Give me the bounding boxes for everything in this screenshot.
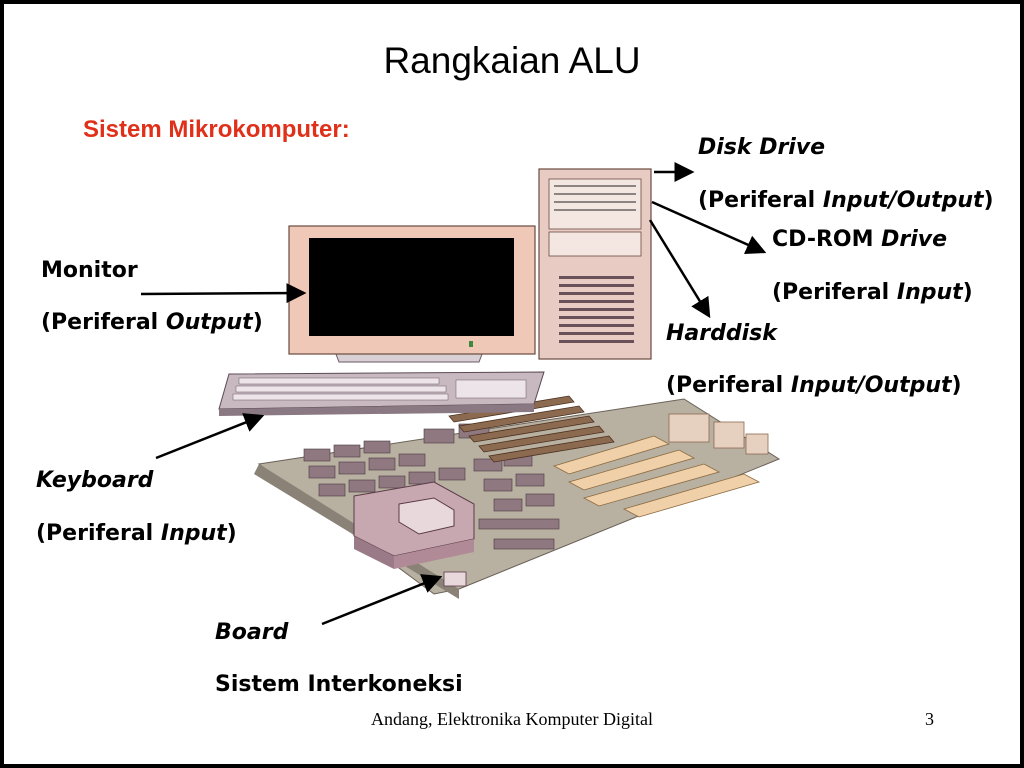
footer-text: Andang, Elektronika Komputer Digital — [371, 709, 653, 729]
label-board: Board — [215, 620, 288, 646]
desc-suffix: ) — [983, 188, 994, 213]
desc-italic: Input — [160, 521, 227, 546]
monitor-name: Monitor — [41, 258, 138, 283]
board-name: Board — [215, 620, 289, 645]
label-harddisk: Harddisk — [666, 321, 777, 347]
memory-slots — [448, 395, 615, 463]
label-keyboard-desc: (Periferal Input) — [36, 521, 237, 547]
harddisk-name: Harddisk — [666, 321, 777, 346]
expansion-slots — [552, 435, 761, 518]
desc-prefix: (Periferal — [772, 280, 897, 305]
cdrom-name: CD-ROM — [772, 227, 882, 252]
desc-italic: Input/Output — [822, 188, 984, 213]
label-cdrom-desc: (Periferal Input) — [772, 280, 973, 306]
keyboard-name: Keyboard — [36, 468, 154, 493]
desc-prefix: (Periferal — [698, 188, 823, 213]
desc-suffix: ) — [962, 280, 973, 305]
desc-suffix: ) — [252, 310, 263, 335]
motherboard — [254, 395, 781, 599]
microcomputer-illustration — [140, 162, 781, 626]
label-keyboard: Keyboard — [36, 468, 153, 494]
label-monitor: Monitor — [41, 258, 138, 284]
desc-italic: Input/Output — [790, 373, 952, 398]
label-cdrom: CD-ROM Drive — [772, 227, 947, 253]
label-harddisk-desc: (Periferal Input/Output) — [666, 373, 962, 399]
monitor — [288, 225, 536, 363]
keyboard — [218, 371, 545, 416]
disk-drive-name: Disk Drive — [698, 135, 826, 160]
desc-suffix: ) — [951, 373, 962, 398]
page-number: 3 — [925, 709, 934, 729]
label-board-desc: Sistem Interkoneksi — [215, 672, 463, 698]
label-monitor-desc: (Periferal Output) — [41, 310, 263, 336]
desc-italic: Input — [896, 280, 963, 305]
cdrom-name-italic: Drive — [881, 227, 948, 252]
label-disk-drive-desc: (Periferal Input/Output) — [698, 188, 994, 214]
cpu-socket — [353, 481, 475, 569]
slide-title: Rangkaian ALU — [383, 40, 641, 81]
pointer-arrows — [140, 162, 767, 626]
tower-case — [538, 168, 652, 360]
desc-prefix: (Periferal — [36, 521, 161, 546]
slide: Rangkaian ALU Sistem Mikrokomputer: — [4, 4, 1020, 764]
label-disk-drive: Disk Drive — [698, 135, 825, 161]
desc-prefix: (Periferal — [41, 310, 166, 335]
board-desc: Sistem Interkoneksi — [215, 672, 463, 697]
section-subtitle: Sistem Mikrokomputer: — [83, 116, 350, 143]
desc-prefix: (Periferal — [666, 373, 791, 398]
desc-italic: Output — [165, 310, 253, 335]
desc-suffix: ) — [226, 521, 237, 546]
